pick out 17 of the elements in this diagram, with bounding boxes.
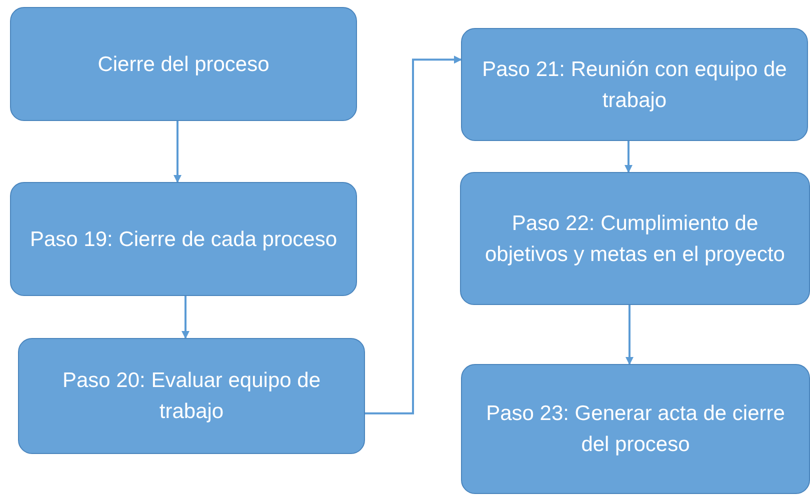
box-text: Paso 22: Cumplimiento de objetivos y metas en el proyecto: [484, 210, 786, 268]
box-text: Paso 19: Cierre de cada proceso: [30, 226, 337, 252]
box-text: Paso 20: Evaluar equipo de trabajo: [61, 368, 322, 425]
process-box: [10, 7, 357, 121]
process-box: [460, 172, 810, 305]
arrow: [182, 296, 190, 339]
box-text: Paso 21: Reunión con equipo de trabajo: [481, 56, 788, 114]
process-box: [461, 28, 808, 141]
box-text: Paso 23: Generar acta de cierre del proceso: [485, 401, 786, 458]
process-box: [10, 182, 357, 296]
arrow: [174, 121, 182, 183]
arrow: [624, 141, 632, 173]
box-text: Cierre del proceso: [98, 52, 270, 78]
arrow: [365, 56, 462, 414]
process-box: [18, 338, 365, 454]
process-box: [461, 364, 810, 494]
arrow: [626, 305, 634, 365]
